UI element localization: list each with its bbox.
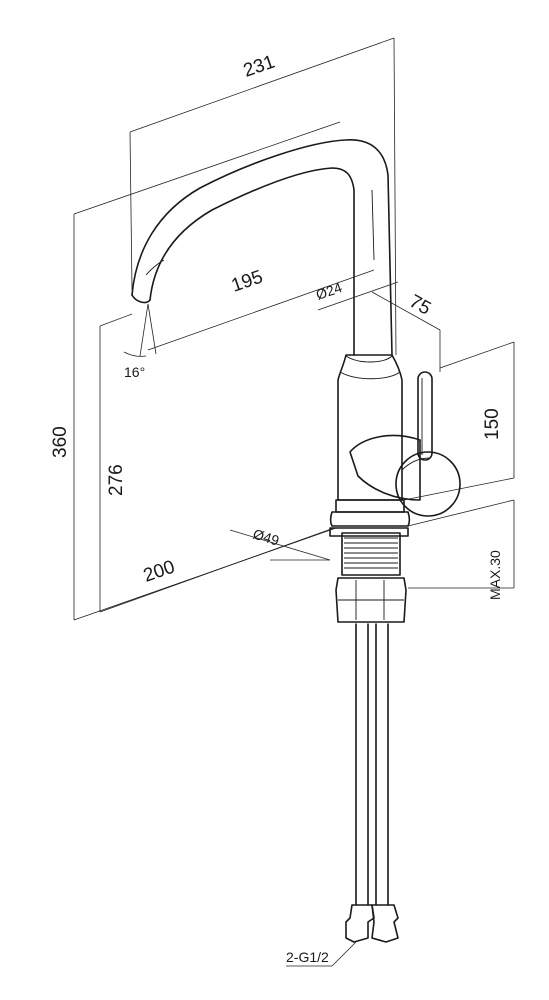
- dim-360-ext-top: [73, 121, 341, 215]
- hose-right: [375, 623, 389, 906]
- spout-highlight: [145, 189, 375, 276]
- mounting-plate: [329, 527, 409, 537]
- cartridge-housing: [349, 434, 421, 501]
- dim-231-ext-left: [129, 131, 133, 291]
- dimension-labels: 231 195 Ø24 75 360 276 200 Ø49 150 MAX.3…: [50, 52, 503, 965]
- cartridge-knob: [395, 451, 461, 517]
- base-ring-lower: [329, 511, 411, 527]
- dim-200-line: [99, 527, 335, 613]
- label-360: 360: [50, 426, 71, 458]
- dim-231-ext-right: [393, 37, 397, 356]
- dim-g12-leader: [331, 941, 357, 967]
- spout-outer-edge: [131, 139, 393, 356]
- dim-276-ext-top: [99, 313, 133, 327]
- faucet-body: [337, 354, 403, 501]
- label-75: 75: [406, 291, 435, 320]
- label-049: Ø49: [251, 526, 281, 549]
- dim-16-arc: [123, 351, 147, 357]
- dimension-lines: [73, 37, 515, 967]
- label-16deg: 16°: [124, 364, 145, 380]
- dim-195-line: [147, 269, 375, 351]
- spout-tip: [131, 294, 151, 304]
- cartridge-knob-highlight: [401, 457, 431, 471]
- dim-150-ext-top: [439, 341, 515, 369]
- dim-024-line: [317, 281, 399, 311]
- dim-231-line: [129, 37, 395, 133]
- threaded-shank: [341, 532, 401, 576]
- label-150: 150: [482, 408, 503, 440]
- hose-left: [355, 623, 369, 906]
- dim-max30-ext-top: [407, 499, 515, 527]
- label-231: 231: [241, 52, 278, 82]
- mounting-nut: [335, 577, 407, 623]
- label-g12: 2-G1/2: [286, 949, 329, 965]
- faucet-outline: [131, 139, 461, 943]
- spout-inner-edge: [149, 167, 355, 356]
- hose-fitting-right: [371, 904, 399, 943]
- dim-16-leader-b: [147, 303, 157, 355]
- label-max30: MAX.30: [487, 550, 503, 600]
- dim-150-ext-bottom: [403, 477, 515, 501]
- handle-lever: [417, 371, 433, 461]
- dim-75-line: [371, 291, 441, 331]
- dim-16-leader-a: [139, 303, 149, 357]
- label-024: Ø24: [314, 279, 344, 303]
- dim-049-line: [229, 529, 331, 561]
- label-195: 195: [229, 267, 266, 297]
- base-ring-upper: [335, 499, 405, 513]
- mounting-nut-facets: [338, 580, 404, 620]
- hose-fitting-left: [345, 904, 375, 943]
- body-collar-line: [339, 355, 401, 380]
- thread-lines: [344, 537, 398, 569]
- label-200: 200: [141, 557, 178, 587]
- label-276: 276: [106, 464, 127, 496]
